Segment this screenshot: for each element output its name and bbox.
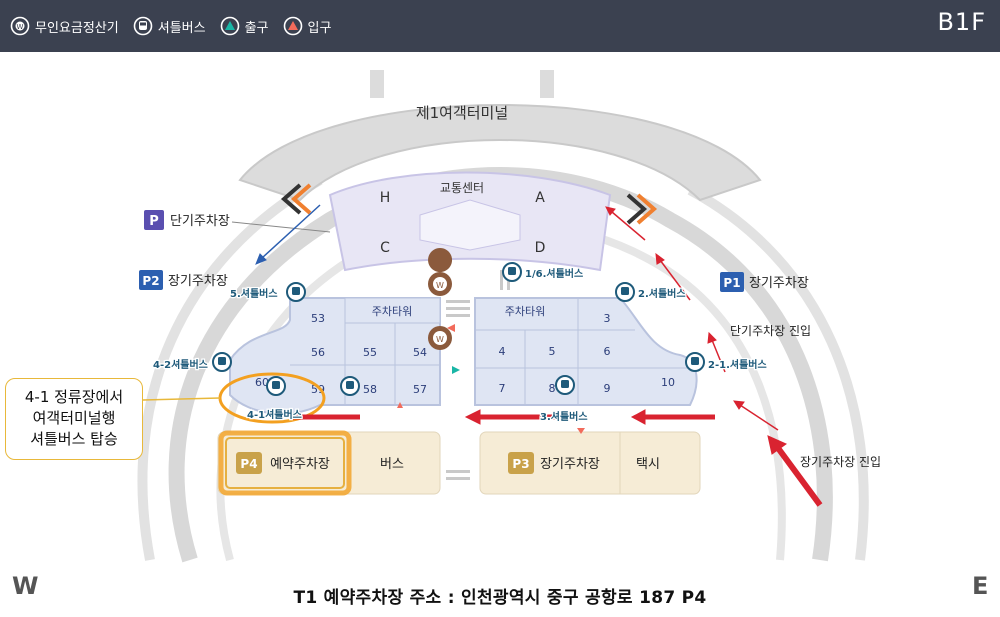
- parking-address: T1 예약주차장 주소 : 인천광역시 중구 공항로 187 P4: [293, 588, 707, 608]
- shuttle-stop-label: 4-1셔틀버스: [247, 408, 302, 421]
- shuttle-stop-4-2: 4-2셔틀버스: [152, 352, 232, 372]
- shuttle-stop-3: 3.셔틀버스: [539, 375, 589, 424]
- shuttle-stop-4-1: 4-1셔틀버스: [246, 376, 303, 422]
- callout-line: 4-1 정류장에서: [24, 388, 124, 406]
- entrance-icon: [283, 16, 302, 36]
- shuttle-stop-label: 5.셔틀버스: [230, 287, 278, 300]
- block-9: 9: [604, 382, 611, 395]
- legend-label: 무인요금정산기: [35, 20, 119, 36]
- exit-marker: [452, 366, 460, 374]
- route-arrows: [290, 206, 823, 507]
- block-6: 6: [604, 345, 611, 358]
- shuttle-stop-1-6: 1/6.셔틀버스: [502, 262, 584, 282]
- shuttle-stop-2: 2.셔틀버스: [615, 282, 687, 302]
- entrance-marker: [397, 402, 403, 408]
- compass-east: E: [972, 572, 989, 600]
- transport-center: 교통센터 H A C D: [328, 171, 612, 272]
- blue-flow-arrows: [255, 204, 321, 265]
- block-54: 54: [413, 346, 427, 359]
- p1-parking-label: P1 장기주차장: [720, 272, 809, 292]
- pay-station-icon: W: [10, 16, 30, 36]
- block-60: 60: [255, 376, 269, 389]
- compass-west: W: [12, 572, 39, 600]
- shuttle-stop-label: 2.셔틀버스: [638, 287, 686, 300]
- shuttle-stop-2-1: 2-1.셔틀버스: [685, 352, 768, 372]
- transport-center-label: 교통센터: [440, 181, 484, 195]
- pay-station-icon: W: [428, 248, 453, 296]
- bus-area-label: 버스: [380, 457, 404, 472]
- callout-pointer: [142, 397, 221, 401]
- zone-h: H: [380, 190, 391, 206]
- block-57: 57: [413, 383, 427, 396]
- boarding-callout: 4-1 정류장에서 여객터미널행 셔틀버스 탑승: [5, 378, 143, 460]
- entrance-marker: [577, 428, 585, 434]
- block-58: 58: [363, 383, 377, 396]
- floor-level: B1F: [937, 8, 986, 36]
- svg-text:W: W: [17, 23, 24, 31]
- p4-label: 예약주차장: [270, 457, 330, 472]
- short-term-parking-label: P 단기주차장: [144, 210, 331, 233]
- p1-badge: P1: [723, 276, 740, 290]
- short-term-badge: P: [149, 214, 159, 229]
- short-term-label: 단기주차장: [170, 214, 230, 229]
- shuttle-stop-label: 1/6.셔틀버스: [525, 267, 583, 280]
- block-8: 8: [549, 382, 556, 395]
- callout-line: 셔틀버스 탑승: [30, 430, 118, 448]
- p2-badge: P2: [142, 274, 159, 288]
- tower-label-right: 주차타워: [505, 305, 545, 318]
- legend-pay-station: W 무인요금정산기: [10, 16, 119, 36]
- terminal-label: 제1여객터미널: [416, 104, 508, 122]
- shuttle-stop-4-1-b: [340, 376, 360, 396]
- block-53: 53: [311, 312, 325, 325]
- shuttle-stop-label: 2-1.셔틀버스: [708, 358, 767, 371]
- p4-badge: P4: [240, 457, 257, 471]
- terminal-building: 제1여객터미널: [238, 70, 762, 202]
- shuttle-stop-label: 3.셔틀버스: [540, 410, 588, 423]
- exit-icon: [220, 16, 239, 36]
- legend-label: 출구: [244, 20, 269, 36]
- callout-line: 여객터미널행: [32, 409, 116, 427]
- svg-text:W: W: [436, 335, 444, 344]
- block-3: 3: [604, 312, 611, 325]
- legend-exit: 출구: [220, 16, 269, 36]
- top-bar: W 무인요금정산기 셔틀버스 출구 입구 B1F: [0, 0, 1000, 52]
- tower-label-left: 주차타워: [372, 305, 412, 318]
- parking-tower-left: 주차타워 53 56 55 54 60 59 58 57: [229, 297, 441, 415]
- legend-entrance: 입구: [283, 16, 332, 36]
- block-7: 7: [499, 382, 506, 395]
- block-5: 5: [549, 345, 556, 358]
- entrance-marker: [447, 324, 455, 332]
- block-10: 10: [661, 376, 675, 389]
- legend-label: 입구: [307, 20, 332, 36]
- zone-d: D: [535, 240, 546, 256]
- legend-shuttle: 셔틀버스: [133, 16, 206, 36]
- parking-map: 제1여객터미널 교통센터 H A C D 주차타워 53 56 55 54 60…: [137, 70, 881, 563]
- chevron-right: [626, 193, 658, 225]
- short-term-entry-label: 단기주차장 진입: [730, 324, 811, 338]
- svg-text:W: W: [436, 281, 444, 290]
- block-4: 4: [499, 345, 506, 358]
- p1-label: 장기주차장: [749, 276, 809, 291]
- zone-c: C: [380, 240, 390, 256]
- p3-label: 장기주차장: [540, 457, 600, 472]
- p3-badge: P3: [512, 457, 529, 471]
- parking-tower-right: 주차타워 3 4 5 6 7 8 9 10: [474, 297, 698, 406]
- shuttle-bus-icon: [133, 16, 153, 36]
- zone-a: A: [535, 190, 545, 206]
- taxi-label: 택시: [636, 457, 660, 472]
- p2-parking-label: P2 장기주차장: [139, 270, 228, 290]
- pay-station-icon: W: [428, 326, 452, 350]
- p2-label: 장기주차장: [168, 274, 228, 289]
- block-56: 56: [311, 346, 325, 359]
- legend-label: 셔틀버스: [157, 20, 206, 36]
- block-55: 55: [363, 346, 377, 359]
- map-legend: W 무인요금정산기 셔틀버스 출구 입구: [10, 0, 331, 52]
- long-term-entry-label: 장기주차장 진입: [800, 455, 881, 469]
- shuttle-stop-label: 4-2셔틀버스: [153, 358, 208, 371]
- chevron-left: [280, 183, 312, 215]
- bottom-areas: P4 예약주차장 버스 P3 장기주차장 택시: [217, 430, 701, 496]
- shuttle-stop-5: 5.셔틀버스: [229, 282, 306, 302]
